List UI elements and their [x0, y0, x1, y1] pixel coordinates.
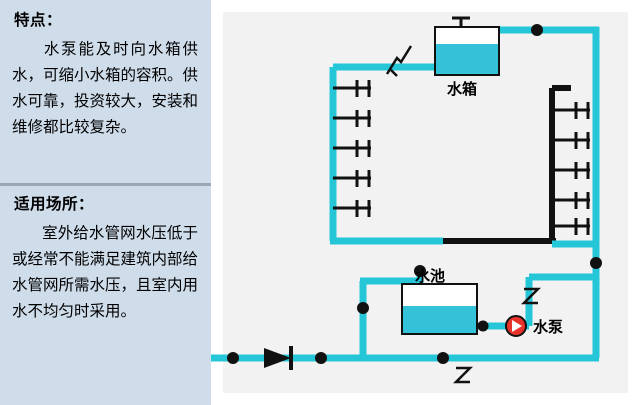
valve-dot-group [227, 24, 602, 364]
faucet-icon [333, 200, 371, 217]
features-body: 水泵能及时向水箱供水，可缩小水箱的容积。供水可靠，投资较大，安装和维修都比较复杂… [12, 36, 198, 140]
features-heading: 特点： [14, 11, 63, 29]
faucet-icon [333, 140, 371, 157]
faucet-group-right [552, 102, 590, 235]
faucet-icon [552, 218, 590, 235]
faucet-icon [333, 170, 371, 187]
faucet-icon [333, 80, 371, 97]
faucet-group-left [333, 80, 371, 217]
applications-panel [0, 186, 211, 405]
left-info-panel: 特点： 水泵能及时向水箱供水，可缩小水箱的容积。供水可靠，投资较大，安装和维修都… [0, 0, 211, 405]
valve-icon-main-upper [590, 257, 602, 269]
applications-body-text: 室外给水管网水压低于或经常不能满足建筑内部给水管网所需水压，且室内用水不均匀时采… [12, 224, 199, 320]
valve-icon-pool-inlet [414, 265, 426, 277]
faucet-icon [552, 132, 590, 149]
valve-icon-service-right [437, 352, 449, 364]
valve-icon-tank-outlet [531, 24, 543, 36]
faucet-icon [552, 192, 590, 209]
features-panel [0, 0, 211, 186]
diagram-svg [211, 16, 602, 384]
features-body-text: 水泵能及时向水箱供水，可缩小水箱的容积。供水可靠，投资较大，安装和维修都比较复杂… [12, 40, 199, 136]
plumbing-diagram: 水箱 水池 水泵 [211, 0, 640, 405]
flexible-joint-icon [385, 45, 413, 77]
pump-label: 水泵 [533, 318, 564, 336]
applications-heading: 适用场所： [14, 195, 95, 213]
valve-icon-tank-top [452, 16, 470, 27]
faucet-icon [552, 162, 590, 179]
faucet-icon [333, 110, 371, 127]
valve-icon-service-after-check [315, 352, 327, 364]
check-valve-icon [264, 346, 293, 370]
faucet-icon [552, 102, 590, 119]
pool-label: 水池 [415, 267, 446, 285]
panel-divider [0, 183, 211, 188]
water-tank-label: 水箱 [447, 80, 478, 98]
valve-icon-pool-feed [357, 302, 369, 314]
flexible-joint-icon-service [452, 366, 474, 384]
valve-icon-service-inlet [227, 352, 239, 364]
applications-body: 室外给水管网水压低于或经常不能满足建筑内部给水管网所需水压，且室内用水不均匀时采… [12, 220, 198, 324]
water-tank-water [436, 44, 498, 74]
pump-icon [505, 315, 527, 337]
flexible-joint-icon-pump [520, 287, 542, 305]
valve-icon-pump-suction [477, 320, 489, 332]
pool-water [403, 306, 476, 333]
